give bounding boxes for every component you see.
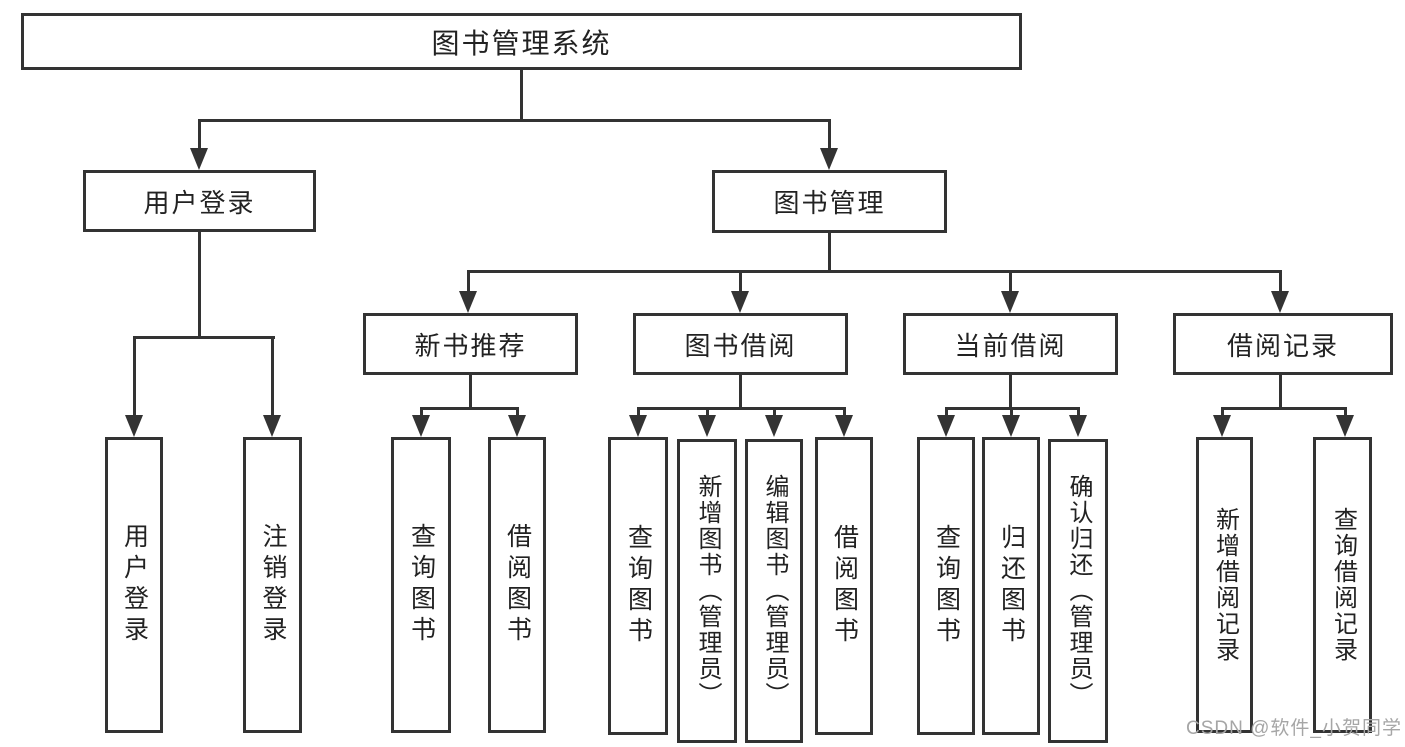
- connector-line: [1077, 407, 1080, 415]
- arrowhead-icon: [835, 415, 853, 437]
- arrowhead-icon: [508, 415, 526, 437]
- connector-line: [637, 407, 846, 410]
- node-book-borrow: 图书借阅: [633, 313, 848, 375]
- arrowhead-icon: [629, 415, 647, 437]
- leaf-edit-books-admin: 编辑图书（管理员）: [745, 439, 803, 743]
- node-book-management: 图书管理: [712, 170, 947, 233]
- connector-line: [945, 407, 948, 415]
- node-user-login: 用户登录: [83, 170, 316, 232]
- arrowhead-icon: [125, 415, 143, 437]
- connector-line: [420, 407, 423, 415]
- arrowhead-icon: [1069, 415, 1087, 437]
- arrowhead-icon: [731, 291, 749, 313]
- arrowhead-icon: [1001, 291, 1019, 313]
- node-new-book-recommend: 新书推荐: [363, 313, 578, 375]
- connector-line: [1010, 407, 1013, 415]
- connector-line: [1279, 270, 1282, 291]
- leaf-query-borrow-record: 查询借阅记录: [1313, 437, 1372, 733]
- arrowhead-icon: [263, 415, 281, 437]
- connector-line: [133, 336, 275, 339]
- connector-line: [739, 375, 742, 407]
- connector-line: [520, 70, 523, 119]
- arrowhead-icon: [820, 148, 838, 170]
- leaf-confirm-return-admin: 确认归还（管理员）: [1048, 439, 1108, 743]
- connector-line: [1221, 407, 1347, 410]
- connector-line: [467, 270, 470, 291]
- connector-line: [706, 407, 709, 415]
- leaf-borrow-books-recommend: 借阅图书: [488, 437, 546, 733]
- leaf-query-books-recommend: 查询图书: [391, 437, 451, 733]
- connector-line: [198, 119, 831, 122]
- arrowhead-icon: [937, 415, 955, 437]
- node-library-management-system: 图书管理系统: [21, 13, 1022, 70]
- connector-line: [1009, 375, 1012, 407]
- connector-line: [1344, 407, 1347, 415]
- arrowhead-icon: [698, 415, 716, 437]
- arrowhead-icon: [1002, 415, 1020, 437]
- connector-line: [1009, 270, 1012, 291]
- connector-line: [133, 336, 136, 415]
- node-borrow-records: 借阅记录: [1173, 313, 1393, 375]
- leaf-query-books-current: 查询图书: [917, 437, 975, 735]
- leaf-user-login: 用户登录: [105, 437, 163, 733]
- leaf-query-books-borrow: 查询图书: [608, 437, 668, 735]
- leaf-add-books-admin: 新增图书（管理员）: [677, 439, 737, 743]
- leaf-return-books: 归还图书: [982, 437, 1040, 735]
- connector-line: [828, 233, 831, 270]
- arrowhead-icon: [459, 291, 477, 313]
- connector-line: [1221, 407, 1224, 415]
- connector-line: [843, 407, 846, 415]
- connector-line: [828, 119, 831, 148]
- leaf-add-borrow-record: 新增借阅记录: [1196, 437, 1253, 733]
- connector-line: [467, 270, 1282, 273]
- arrowhead-icon: [765, 415, 783, 437]
- arrowhead-icon: [1213, 415, 1231, 437]
- connector-line: [198, 119, 201, 148]
- node-current-borrow: 当前借阅: [903, 313, 1118, 375]
- connector-line: [773, 407, 776, 415]
- connector-line: [420, 407, 519, 410]
- connector-line: [469, 375, 472, 407]
- connector-line: [739, 270, 742, 291]
- connector-line: [198, 232, 201, 339]
- arrowhead-icon: [412, 415, 430, 437]
- connector-line: [516, 407, 519, 415]
- arrowhead-icon: [1271, 291, 1289, 313]
- leaf-logout: 注销登录: [243, 437, 302, 733]
- csdn-watermark: CSDN @软件_小贺同学: [1186, 718, 1402, 739]
- leaf-borrow-books: 借阅图书: [815, 437, 873, 735]
- connector-line: [637, 407, 640, 415]
- connector-line: [271, 336, 274, 415]
- arrowhead-icon: [1336, 415, 1354, 437]
- arrowhead-icon: [190, 148, 208, 170]
- connector-line: [1279, 375, 1282, 407]
